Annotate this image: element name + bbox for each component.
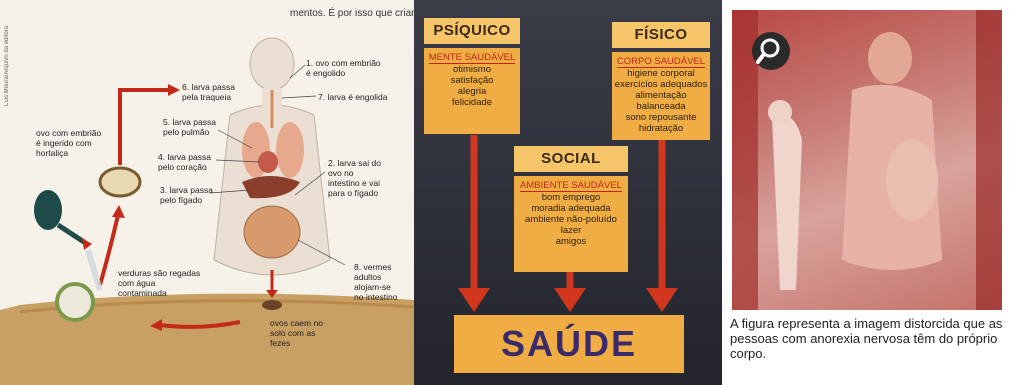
painting-image [732, 10, 1002, 310]
image-credit: Luis Moura/Arquivo da editora [4, 25, 10, 106]
psiquico-item: otimismo [452, 64, 491, 75]
anorexia-panel: A figura representa a imagem distorcida … [722, 0, 1010, 385]
saude-title: SAÚDE [454, 315, 684, 373]
label-step8: 8. vermes adultos alojam-se no intestino [354, 262, 398, 302]
arrows [458, 135, 678, 312]
social-subtitle: AMBIENTE SAUDÁVEL [520, 180, 622, 192]
top-text: mentos. É por isso que crianç [290, 8, 414, 19]
social-item: ambiente não-poluído [525, 214, 617, 225]
social-item: moradia adequada [531, 203, 611, 214]
fisico-item: higiene corporal [627, 68, 695, 79]
cycle-illustration [0, 37, 414, 385]
fisico-box: CORPO SAUDÁVEL higiene corporal exercíci… [612, 52, 710, 140]
psiquico-subtitle: MENTE SAUDÁVEL [428, 52, 516, 64]
figure-caption: A figura representa a imagem distorcida … [730, 316, 1003, 361]
social-item: lazer [560, 225, 582, 236]
fisico-item: alimentação balanceada [635, 90, 687, 112]
fisico-item: sono repousante [625, 112, 697, 123]
fisico-item: hidratação [638, 123, 684, 134]
label-step4: 4. larva passa pelo coração [158, 152, 211, 172]
psiquico-item: satisfação [450, 75, 494, 86]
parasite-cycle-panel: Luis Moura/Arquivo da editora mentos. É … [0, 0, 414, 385]
fisico-item: exercícios adequados [614, 79, 708, 90]
magnifier-icon[interactable] [752, 32, 790, 70]
psiquico-box: MENTE SAUDÁVEL otimismo satisfação alegr… [424, 48, 520, 134]
label-egg: ovo com embrião é ingerido com hortaliça [36, 128, 102, 158]
label-step2: 2. larva sai do ovo no intestino e vai p… [328, 158, 381, 198]
fisico-title: FÍSICO [612, 22, 710, 48]
social-title: SOCIAL [514, 146, 628, 172]
label-step5: 5. larva passa pelo pulmão [163, 117, 216, 137]
social-box: AMBIENTE SAUDÁVEL bom emprego moradia ad… [514, 176, 628, 272]
label-step3: 3. larva passa pelo fígado [160, 185, 213, 205]
social-item: bom emprego [541, 192, 601, 203]
psiquico-item: felicidade [451, 97, 493, 108]
fisico-subtitle: CORPO SAUDÁVEL [616, 56, 706, 68]
label-step1: 1. ovo com embrião é engolido [306, 58, 381, 78]
psiquico-title: PSÍQUICO [424, 18, 520, 44]
social-item: amigos [555, 236, 587, 247]
label-step6: 6. larva passa pela traqueia [182, 82, 235, 102]
label-step7: 7. larva é engolida [318, 92, 388, 102]
label-water: verduras são regadas com água contaminad… [118, 268, 201, 298]
psiquico-item: alegria [457, 86, 487, 97]
label-soil: ovos caem no solo com as fezes [270, 318, 323, 348]
health-diagram-panel: PSÍQUICO MENTE SAUDÁVEL otimismo satisfa… [414, 0, 722, 385]
